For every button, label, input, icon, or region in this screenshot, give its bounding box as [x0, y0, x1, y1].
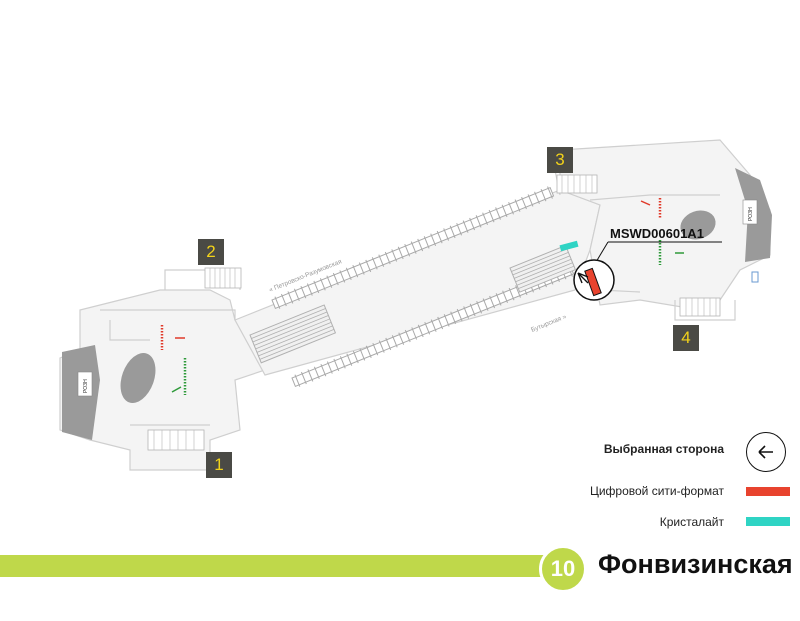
placement-code: MSWD00601A1 — [610, 226, 704, 241]
elevator-icon — [751, 271, 759, 283]
right-exit-box: РОЗН — [742, 199, 758, 225]
direction-right-track: Бутырская » — [530, 313, 568, 334]
station-name: Фонвизинская — [598, 549, 793, 579]
stair-steps — [153, 175, 717, 450]
arrow-left-icon — [757, 444, 773, 459]
escalator-dots-left — [160, 325, 187, 395]
escalator-right — [509, 244, 577, 293]
station-outline — [59, 139, 771, 471]
exit-badge-2: 2 — [198, 239, 224, 265]
code-leader-line-2 — [595, 241, 609, 263]
legend-selected-side-label: Выбранная сторона — [603, 442, 724, 456]
line-number-badge: 10 — [539, 545, 587, 593]
legend-selected-side-icon — [746, 432, 786, 472]
metro-line-bar — [0, 555, 545, 577]
escalator-dots-right — [640, 198, 684, 265]
track-upper — [271, 186, 555, 309]
selected-placement[interactable] — [573, 259, 615, 301]
left-hall-oval — [120, 352, 156, 404]
exit-badge-4: 4 — [673, 325, 699, 351]
exit-badge-1: 1 — [206, 452, 232, 478]
kristallight-marker — [559, 240, 579, 252]
left-exit-box-label: РОЗН — [83, 379, 89, 393]
left-exit-box: РОЗН — [77, 371, 93, 397]
escalator-left — [249, 304, 337, 364]
right-exit-box-label: РОЗН — [748, 207, 754, 221]
legend-item-digital-label: Цифровой сити-формат — [589, 484, 724, 498]
legend-item-digital-swatch — [746, 487, 790, 496]
legend-item-kristallight-swatch — [746, 517, 790, 526]
legend-item-kristallight-label: Кристалайт — [659, 515, 724, 529]
exit-badge-3: 3 — [547, 147, 573, 173]
right-hall-oval — [680, 210, 716, 240]
